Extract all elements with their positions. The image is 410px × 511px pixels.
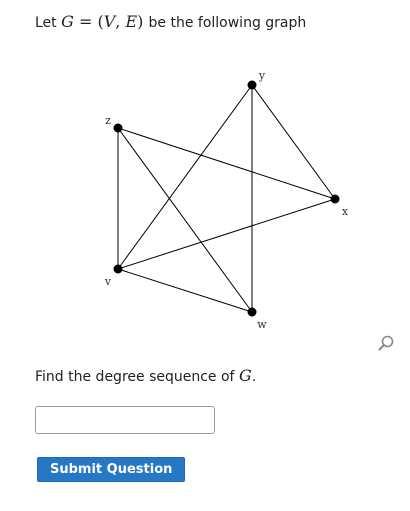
- comma: ,: [115, 12, 121, 31]
- question-text: Find the degree sequence of: [35, 369, 235, 385]
- graph-symbol: G: [61, 12, 74, 31]
- edge-y-v: [117, 84, 253, 270]
- problem-statement: Let G = (V, E) be the following graph: [35, 12, 306, 33]
- submit-question-button[interactable]: Submit Question: [37, 457, 186, 482]
- vertex-label-y: y: [258, 69, 266, 82]
- intro-suffix: be the following graph: [148, 15, 307, 31]
- edge-set-symbol: E: [125, 12, 138, 31]
- graph-vertices: y z x v w: [104, 69, 349, 331]
- question-period: .: [251, 369, 257, 385]
- vertex-label-w: w: [257, 318, 267, 331]
- graph-figure: y z x v w: [104, 69, 349, 331]
- equals-sign: =: [78, 12, 93, 31]
- magnifier-icon[interactable]: [376, 333, 396, 353]
- question-prompt: Find the degree sequence of G.: [35, 366, 256, 387]
- edge-y-x: [251, 84, 336, 200]
- vertex-set-symbol: V: [103, 12, 116, 31]
- intro-text: Let: [35, 15, 57, 31]
- vertex-label-z: z: [105, 114, 111, 127]
- vertex-label-v: v: [104, 275, 112, 288]
- vertex-x: [330, 194, 340, 204]
- vertex-y: [247, 80, 257, 90]
- close-paren: ): [137, 12, 144, 31]
- vertex-label-x: x: [342, 205, 349, 218]
- graph-edges: [117, 84, 336, 313]
- vertex-w: [247, 307, 257, 317]
- edge-v-x: [117, 198, 336, 270]
- edge-v-w: [117, 268, 253, 313]
- vertex-z: [113, 123, 123, 133]
- open-paren: (: [97, 12, 104, 31]
- edge-z-w: [117, 127, 253, 313]
- math-expression: G = (V, E): [61, 12, 148, 31]
- question-symbol: G: [238, 366, 252, 385]
- answer-input[interactable]: [35, 406, 215, 434]
- vertex-v: [113, 264, 123, 274]
- edge-z-x: [117, 127, 336, 200]
